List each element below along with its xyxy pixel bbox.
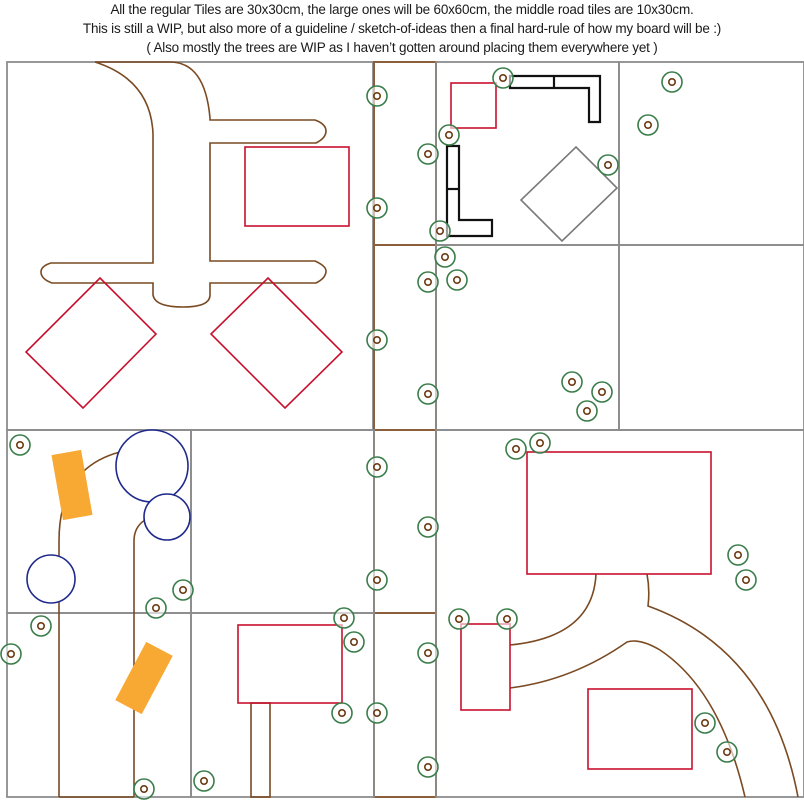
wall-left-L: [445, 144, 494, 238]
building-top-center-small: [450, 82, 497, 129]
tree-icon: [417, 143, 439, 165]
building-diamond-right: [209, 276, 344, 410]
tree-icon: [492, 67, 514, 89]
tree-icon: [637, 114, 659, 136]
road-br-upper-left: [509, 573, 597, 646]
road-right-edge: [133, 519, 146, 797]
tree-icon: [417, 642, 439, 664]
tree-icon: [343, 631, 365, 653]
building-bottom-left-house: [237, 624, 343, 704]
wall-top-L: [508, 74, 602, 124]
tree-icon: [366, 329, 388, 351]
tree-icon: [417, 756, 439, 778]
tree-icon: [716, 741, 738, 763]
tree-icon: [438, 124, 460, 146]
tree-icon: [735, 569, 757, 591]
building-br-large: [526, 451, 712, 575]
building-br-lower: [587, 688, 693, 770]
pond-large: [115, 429, 189, 503]
tree-icon: [434, 246, 456, 268]
tree-icon: [496, 608, 518, 630]
tree-icon: [694, 712, 716, 734]
tile-bl-2: [190, 429, 375, 614]
tree-icon: [0, 643, 22, 665]
tree-icon: [661, 71, 683, 93]
caption: All the regular Tiles are 30x30cm, the l…: [0, 0, 804, 57]
tree-icon: [366, 702, 388, 724]
water-layer: [26, 429, 191, 604]
buildings-layer: [24, 82, 712, 770]
caption-line-3: ( Also mostly the trees are WIP as I hav…: [146, 40, 658, 55]
road-br-outer: [646, 573, 799, 798]
tiles-layer: [6, 61, 804, 798]
tree-icon: [591, 381, 613, 403]
road-network-bottom-right: [509, 573, 799, 798]
walls: [445, 74, 602, 238]
tile-mid-right: [618, 244, 804, 431]
pond-medium: [143, 493, 191, 541]
road-br-lower-left: [509, 640, 746, 798]
road-network-top-left: [40, 61, 327, 308]
caption-line-1: All the regular Tiles are 30x30cm, the l…: [110, 2, 694, 17]
tree-icon: [529, 432, 551, 454]
tree-icon: [448, 608, 470, 630]
tree-icon: [9, 434, 31, 456]
building-diamond-left: [24, 276, 158, 410]
tree-icon: [133, 778, 155, 800]
tree-icon: [172, 579, 194, 601]
tree-icon: [597, 154, 619, 176]
tree-icon: [193, 770, 215, 792]
tree-icon: [366, 569, 388, 591]
tree-icon: [429, 220, 451, 242]
tile-top-right: [618, 61, 804, 246]
vehicles-layer: [51, 449, 173, 715]
tree-icon: [145, 597, 167, 619]
building-top-left-rect: [244, 146, 350, 227]
tree-icon: [366, 85, 388, 107]
driveway-bottom-left: [250, 702, 271, 798]
tree-icon: [366, 456, 388, 478]
road-curve-top: [40, 61, 327, 308]
orange-vehicle-top: [51, 449, 93, 521]
tree-icon: [727, 544, 749, 566]
tile-bl-3: [6, 612, 192, 798]
caption-line-2: This is still a WIP, but also more of a …: [82, 21, 722, 36]
tree-icon: [505, 438, 527, 460]
pond-left: [26, 554, 76, 604]
tree-icon: [417, 516, 439, 538]
tree-icon: [446, 269, 468, 291]
tree-icon: [561, 371, 583, 393]
tree-icon: [417, 271, 439, 293]
building-br-small: [460, 623, 511, 711]
trees-layer: [0, 67, 757, 800]
orange-vehicle-bottom: [115, 641, 173, 715]
tile-top-center: [435, 61, 620, 246]
large-tile-bottom-right: [435, 429, 804, 798]
tree-icon: [30, 615, 52, 637]
tree-icon: [576, 400, 598, 422]
tree-icon: [333, 607, 355, 629]
tree-icon: [417, 383, 439, 405]
tree-icon: [331, 702, 353, 724]
tree-icon: [366, 197, 388, 219]
